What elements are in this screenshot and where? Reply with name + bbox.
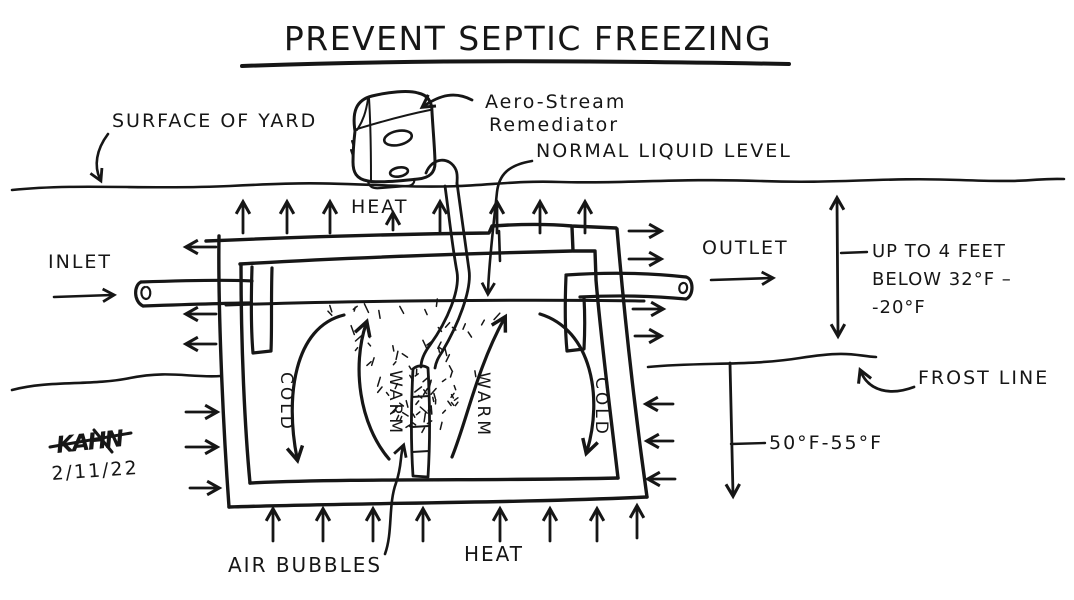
frost-line-text: FROST LINE bbox=[918, 367, 1049, 389]
device-vent-lower bbox=[388, 166, 410, 178]
warm-left-text: WARM bbox=[385, 370, 405, 436]
depth-text-line2: BELOW 32°F – bbox=[872, 269, 1012, 290]
inlet-pipe-bottom bbox=[141, 301, 252, 308]
tank-lid-jog bbox=[497, 229, 502, 263]
air-hose bbox=[419, 158, 471, 370]
title-underline bbox=[240, 59, 791, 68]
inlet-pipe-top bbox=[139, 278, 254, 284]
surface-leader-arrow bbox=[89, 132, 110, 184]
air-bubbles-text: AIR BUBBLES bbox=[228, 553, 382, 577]
depth-tick bbox=[839, 250, 869, 255]
ground-lines bbox=[10, 177, 1066, 392]
depth-annotation: UP TO 4 FEET BELOW 32°F – -20°F bbox=[828, 194, 1012, 340]
outlet-text: OUTLET bbox=[702, 237, 789, 259]
inlet-label: INLET bbox=[48, 251, 117, 303]
cold-left-text: COLD bbox=[276, 372, 296, 432]
signature-date: 2/11/22 bbox=[51, 457, 140, 485]
diffuser-tube bbox=[410, 364, 431, 479]
heat-arrows-top bbox=[234, 198, 594, 235]
device-leader-arrow bbox=[419, 93, 474, 110]
outlet-baffle bbox=[563, 274, 587, 353]
tank-wall-right-outer bbox=[615, 227, 649, 499]
outlet-pipe-cap bbox=[684, 275, 694, 301]
yard-surface-line bbox=[10, 177, 1066, 192]
signature-initials: KAHN bbox=[55, 426, 125, 459]
tank-wall-left-outer bbox=[217, 234, 231, 509]
signature: KAHN 2/11/22 bbox=[48, 426, 140, 485]
liquid-level-line bbox=[224, 298, 646, 307]
warm-left-arrow bbox=[353, 318, 391, 461]
heat-arrows-left-out bbox=[182, 238, 218, 353]
heat-bottom-text: HEAT bbox=[464, 542, 524, 566]
outlet-pipe-cap-detail bbox=[678, 281, 689, 295]
soil-temp-tick bbox=[729, 441, 767, 446]
tank-outlet-riser bbox=[570, 225, 598, 281]
warm-right-text: WARM bbox=[473, 372, 493, 438]
depth-double-arrow bbox=[828, 194, 847, 340]
page-title: PREVENT SEPTIC FREEZING bbox=[284, 19, 772, 58]
air-bubbles-leader bbox=[383, 442, 408, 556]
inlet-baffle bbox=[249, 265, 274, 355]
convection-currents: COLD WARM WARM COLD bbox=[276, 312, 611, 465]
tank-lid-outer bbox=[204, 222, 618, 243]
device-label-line1: Aero-Stream bbox=[485, 91, 626, 113]
liquid-level-label: NORMAL LIQUID LEVEL bbox=[480, 140, 792, 297]
frost-line-label: FROST LINE bbox=[857, 367, 1049, 393]
outlet-label: OUTLET bbox=[702, 237, 789, 286]
soil-temp-arrow bbox=[724, 361, 741, 500]
device-base bbox=[366, 177, 416, 190]
remediator-device bbox=[350, 90, 437, 190]
device-label: Aero-Stream Remediator bbox=[419, 91, 626, 136]
cold-left-arrow bbox=[285, 313, 346, 465]
signature-strike bbox=[48, 428, 133, 454]
inlet-assembly bbox=[134, 265, 274, 355]
inlet-pipe-cap-detail bbox=[140, 285, 152, 301]
inlet-text: INLET bbox=[48, 251, 112, 273]
tank-bottom-outer bbox=[227, 495, 649, 509]
soil-temp-annotation: 50°F-55°F bbox=[724, 361, 883, 500]
device-side-marks bbox=[350, 140, 355, 157]
outlet-pipe-bottom bbox=[578, 294, 688, 301]
frost-line-arrow bbox=[857, 367, 916, 393]
diffuser bbox=[410, 364, 431, 479]
device-top-crease bbox=[356, 109, 431, 130]
surface-of-yard-label: SURFACE OF YARD bbox=[89, 110, 317, 184]
liquid-level-text: NORMAL LIQUID LEVEL bbox=[536, 140, 792, 162]
warm-right-arrow bbox=[450, 313, 508, 459]
diagram-title: PREVENT SEPTIC FREEZING bbox=[240, 19, 791, 68]
cold-right-text: COLD bbox=[591, 377, 611, 437]
hose-hump bbox=[424, 158, 459, 186]
depth-text-line3: -20°F bbox=[872, 297, 926, 318]
heat-arrows-right-out bbox=[627, 222, 667, 345]
inlet-flow-arrow bbox=[52, 287, 117, 303]
device-front-edge bbox=[368, 97, 372, 181]
tank-lid-inner bbox=[238, 249, 574, 266]
convection-arrows bbox=[285, 312, 599, 465]
septic-tank bbox=[204, 222, 649, 509]
depth-text-line1: UP TO 4 FEET bbox=[872, 241, 1006, 262]
heat-top-text: HEAT bbox=[351, 196, 408, 218]
soil-temp-text: 50°F-55°F bbox=[769, 432, 883, 454]
liquid-level-leader bbox=[480, 159, 534, 297]
outlet-flow-arrow bbox=[709, 270, 776, 286]
inlet-pipe-cap bbox=[134, 280, 145, 308]
outlet-pipe-top bbox=[564, 271, 688, 279]
device-label-line2: Remediator bbox=[489, 114, 619, 136]
outlet-assembly bbox=[563, 271, 694, 353]
tank-wall-right-inner bbox=[594, 278, 620, 480]
hose-line-left bbox=[419, 184, 459, 369]
device-vent-upper bbox=[382, 129, 414, 147]
heat-arrows-left-in bbox=[184, 403, 223, 497]
tank-bottom-inner bbox=[248, 476, 620, 485]
heat-arrows-bottom bbox=[264, 502, 646, 543]
cold-right-arrow bbox=[538, 312, 599, 457]
frost-line-right bbox=[646, 352, 878, 369]
frost-line-left bbox=[10, 373, 223, 392]
air-bubbles-label: AIR BUBBLES bbox=[228, 442, 408, 577]
tank-wall-left-inner bbox=[239, 263, 252, 485]
surface-of-yard-text: SURFACE OF YARD bbox=[112, 110, 317, 132]
heat-arrows-right-in bbox=[642, 395, 677, 488]
